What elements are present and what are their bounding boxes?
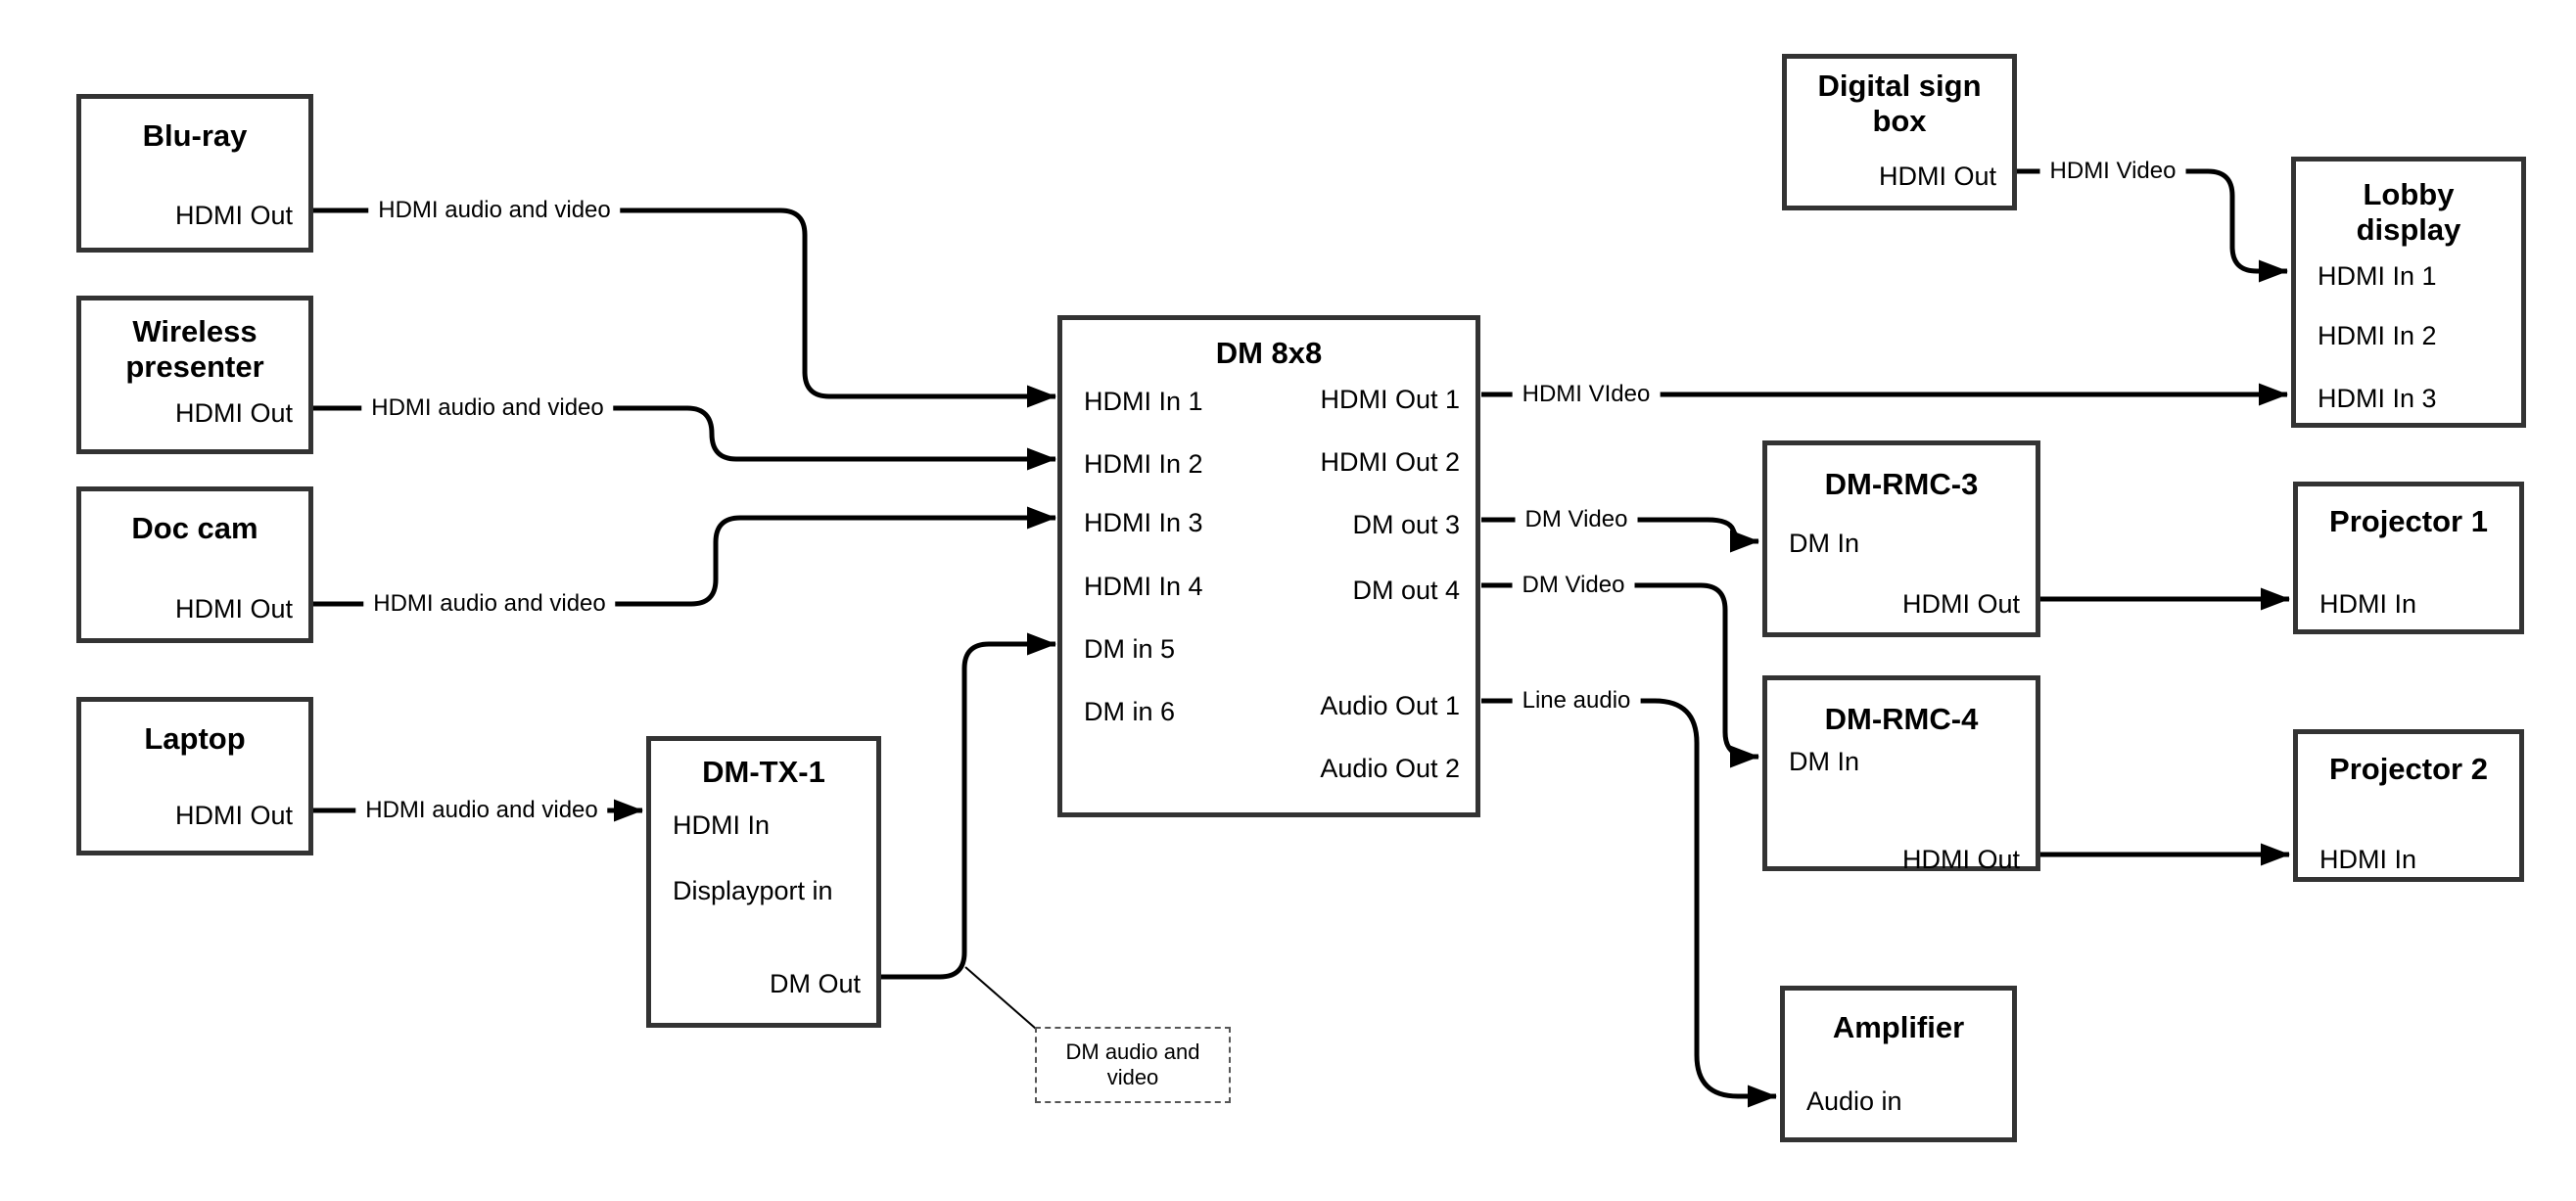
- edge-doc-cam-to-dm8x8-hdmi-in3: [313, 506, 1056, 607]
- port-dm-8x8-audio-out-2: Audio Out 2: [1320, 754, 1460, 783]
- edge-label-laptop-hdmi-av: HDMI audio and video: [355, 797, 608, 824]
- node-laptop-title: Laptop: [144, 721, 246, 756]
- annotation-dm-audio-and-video-text: DM audio and video: [1065, 1039, 1200, 1089]
- node-digital-sign-box: Digital sign box HDMI Out: [1782, 54, 2017, 210]
- port-bluray-hdmi-out: HDMI Out: [174, 201, 293, 230]
- edge-label-out1-hdmi-video: HDMI VIdeo: [1512, 381, 1661, 408]
- node-bluray-title: Blu-ray: [142, 118, 248, 153]
- node-amplifier-title: Amplifier: [1832, 1010, 1965, 1044]
- edge-dm8x8-dm-out4-to-dm-rmc-4: [1481, 582, 1759, 768]
- node-projector-1-title: Projector 1: [2329, 504, 2488, 538]
- node-dm-rmc-4: DM-RMC-4 DM In HDMI Out: [1762, 675, 2040, 874]
- node-dm-tx-1-title: DM-TX-1: [702, 755, 825, 789]
- edge-digital-sign-to-lobby-hdmi-in1: [2017, 168, 2288, 283]
- node-dm-tx-1: DM-TX-1 HDMI In Displayport in DM Out: [646, 736, 881, 1028]
- node-wireless-presenter: Wireless presenter HDMI Out: [76, 296, 313, 454]
- edge-label-bluray-hdmi-av: HDMI audio and video: [368, 197, 621, 224]
- node-amplifier: Amplifier Audio in: [1780, 986, 2017, 1142]
- port-amplifier-audio-in: Audio in: [1806, 1086, 1902, 1116]
- edge-dm8x8-dm-out3-to-dm-rmc-3: [1481, 517, 1759, 553]
- edge-label-digital-sign-hdmi-video: HDMI Video: [2039, 158, 2186, 185]
- node-lobby-display: Lobby display HDMI In 1 HDMI In 2 HDMI I…: [2291, 157, 2526, 428]
- port-lobby-display-hdmi-in-2: HDMI In 2: [2318, 321, 2437, 350]
- node-projector-2-title: Projector 2: [2329, 752, 2488, 786]
- port-dm-rmc-3-dm-in: DM In: [1789, 529, 1860, 558]
- edge-label-out4-dm-video: DM Video: [1512, 572, 1635, 599]
- port-dm-8x8-audio-out-1: Audio Out 1: [1320, 691, 1460, 720]
- port-projector-1-hdmi-in: HDMI In: [2319, 589, 2417, 619]
- port-dm-8x8-hdmi-out-2: HDMI Out 2: [1320, 447, 1460, 477]
- port-dm-tx-1-displayport-in: Displayport in: [673, 876, 833, 905]
- node-dm-rmc-3-title: DM-RMC-3: [1824, 467, 1979, 501]
- node-laptop: Laptop HDMI Out: [76, 697, 313, 855]
- port-projector-2-hdmi-in: HDMI In: [2319, 845, 2417, 874]
- port-dm-8x8-hdmi-in-2: HDMI In 2: [1084, 449, 1203, 479]
- edge-bluray-to-dm8x8-hdmi-in1: [313, 208, 1056, 408]
- port-dm-8x8-dm-in-5: DM in 5: [1084, 634, 1176, 664]
- edge-label-out3-dm-video: DM Video: [1515, 506, 1638, 533]
- node-dm-rmc-3: DM-RMC-3 DM In HDMI Out: [1762, 440, 2040, 637]
- node-bluray: Blu-ray HDMI Out: [76, 94, 313, 253]
- port-dm-8x8-dm-out-3: DM out 3: [1352, 510, 1460, 539]
- port-dm-8x8-hdmi-in-4: HDMI In 4: [1084, 572, 1203, 601]
- port-dm-rmc-3-hdmi-out: HDMI Out: [1901, 589, 2020, 619]
- edge-wireless-presenter-to-dm8x8-hdmi-in2: [313, 405, 1056, 471]
- port-dm-rmc-4-dm-in: DM In: [1789, 747, 1860, 776]
- port-dm-8x8-hdmi-out-1: HDMI Out 1: [1320, 385, 1460, 414]
- port-dm-tx-1-dm-out: DM Out: [769, 969, 861, 998]
- port-dm-tx-1-hdmi-in: HDMI In: [673, 810, 771, 840]
- edge-label-doc-cam-hdmi-av: HDMI audio and video: [363, 590, 616, 618]
- node-projector-2: Projector 2 HDMI In: [2293, 729, 2524, 882]
- edge-dm8x8-audio-out1-to-amplifier: [1481, 698, 1777, 1108]
- port-digital-sign-box-hdmi-out: HDMI Out: [1878, 162, 1996, 191]
- node-projector-1: Projector 1 HDMI In: [2293, 482, 2524, 634]
- node-doc-cam-title: Doc cam: [131, 511, 258, 545]
- node-dm-rmc-4-title: DM-RMC-4: [1824, 702, 1979, 736]
- node-lobby-display-title: Lobby display: [2356, 177, 2461, 247]
- node-digital-sign-box-title: Digital sign box: [1817, 69, 1982, 138]
- node-doc-cam: Doc cam HDMI Out: [76, 486, 313, 643]
- annotation-dm-audio-and-video: DM audio and video: [1035, 1027, 1231, 1103]
- edge-label-audio1-line-audio: Line audio: [1512, 687, 1641, 715]
- edge-label-wireless-hdmi-av: HDMI audio and video: [361, 394, 614, 422]
- port-dm-8x8-dm-in-6: DM in 6: [1084, 697, 1176, 726]
- port-lobby-display-hdmi-in-3: HDMI In 3: [2318, 384, 2437, 413]
- port-wireless-presenter-hdmi-out: HDMI Out: [174, 398, 293, 428]
- node-wireless-presenter-title: Wireless presenter: [125, 314, 264, 384]
- port-dm-8x8-hdmi-in-3: HDMI In 3: [1084, 508, 1203, 537]
- port-dm-8x8-dm-out-4: DM out 4: [1352, 576, 1460, 605]
- port-dm-8x8-hdmi-in-1: HDMI In 1: [1084, 387, 1203, 416]
- port-doc-cam-hdmi-out: HDMI Out: [174, 594, 293, 624]
- port-lobby-display-hdmi-in-1: HDMI In 1: [2318, 261, 2437, 291]
- node-dm-8x8: DM 8x8 HDMI In 1 HDMI In 2 HDMI In 3 HDM…: [1057, 315, 1480, 817]
- edge-dm-tx-1-to-dm8x8-dm-in5: [881, 632, 1056, 980]
- annotation-callout-line: [964, 966, 1037, 1030]
- port-laptop-hdmi-out: HDMI Out: [174, 801, 293, 830]
- node-dm-8x8-title: DM 8x8: [1215, 336, 1323, 370]
- port-dm-rmc-4-hdmi-out: HDMI Out: [1901, 845, 2020, 874]
